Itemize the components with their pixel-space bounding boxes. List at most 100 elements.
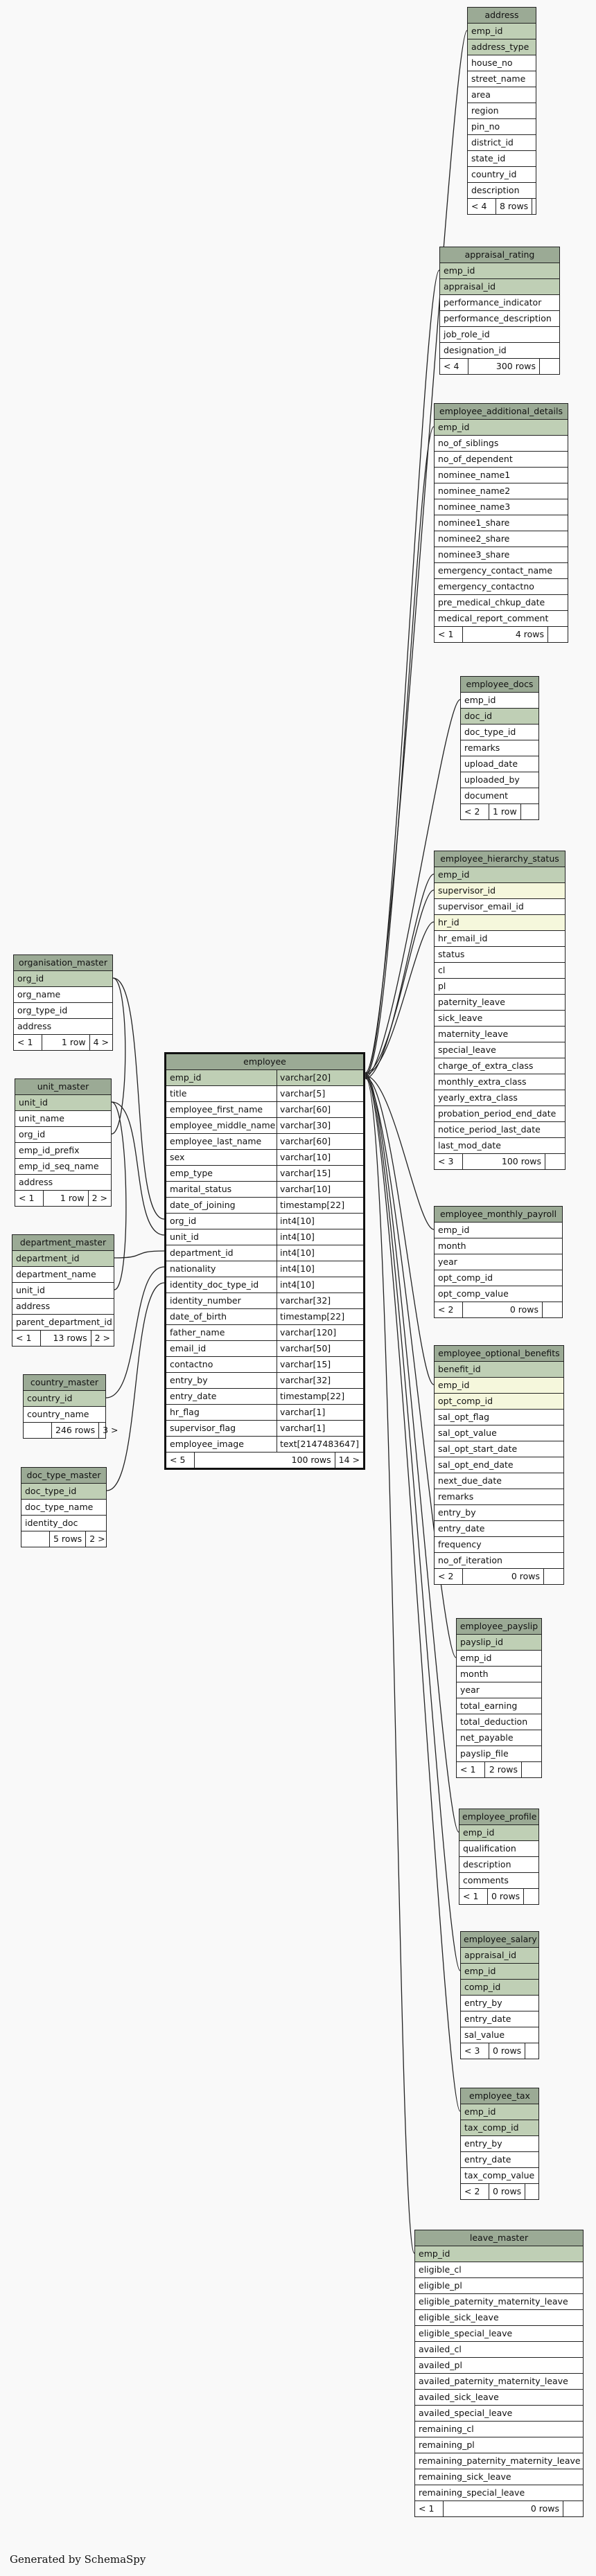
child-count[interactable] — [563, 2501, 583, 2516]
table-header[interactable]: employee_profile — [459, 1809, 538, 1825]
table-column[interactable]: nominee1_share — [435, 515, 568, 531]
parent-count[interactable]: < 1 — [19, 1193, 35, 1203]
table-column[interactable]: total_deduction — [457, 1714, 541, 1730]
primary-key-column[interactable]: emp_id — [440, 263, 559, 279]
primary-key-column[interactable]: emp_id — [415, 2246, 583, 2262]
child-count[interactable] — [539, 359, 559, 374]
table-header[interactable]: unit_master — [15, 1079, 111, 1095]
table-column[interactable]: payslip_file — [457, 1746, 541, 1762]
table-column[interactable]: emp_id — [457, 1651, 541, 1667]
table-column[interactable]: remaining_sick_leave — [415, 2469, 583, 2485]
table-column[interactable]: emergency_contactno — [435, 579, 568, 595]
parent-count[interactable]: < 4 — [471, 201, 487, 211]
child-count[interactable] — [547, 627, 568, 642]
table-column[interactable]: hr_email_id — [435, 931, 565, 947]
table-column[interactable]: emp_id — [435, 1223, 562, 1238]
primary-key-column[interactable]: tax_comp_id — [461, 2120, 538, 2136]
table-column[interactable]: entry_by — [461, 2136, 538, 2152]
primary-key-column[interactable]: payslip_id — [457, 1635, 541, 1651]
table-column[interactable]: country_id — [468, 167, 536, 183]
table-column[interactable]: identity_doc — [21, 1516, 106, 1531]
table-column[interactable]: remaining_pl — [415, 2437, 583, 2453]
parent-count[interactable]: < 5 — [170, 1455, 186, 1465]
table-column[interactable]: emergency_contact_name — [435, 563, 568, 579]
primary-key-column[interactable]: department_id — [12, 1251, 114, 1267]
child-count[interactable]: 2 > — [90, 1331, 114, 1346]
primary-key-column[interactable]: org_id — [14, 971, 112, 987]
foreign-key-column[interactable]: emp_id — [435, 1378, 563, 1394]
table-column[interactable]: sal_opt_end_date — [435, 1457, 563, 1473]
table-column[interactable]: entry_by — [461, 1996, 538, 2011]
table-column[interactable]: house_no — [468, 55, 536, 71]
table-column[interactable]: description — [459, 1857, 538, 1873]
child-count[interactable] — [523, 1889, 543, 1904]
table-column[interactable]: remarks — [461, 740, 538, 756]
table-column[interactable]: remaining_paternity_maternity_leave — [415, 2453, 583, 2469]
parent-count[interactable]: < 2 — [438, 1304, 454, 1315]
parent-count[interactable]: < 1 — [17, 1037, 33, 1047]
table-column[interactable]: pl — [435, 979, 565, 995]
table-column[interactable]: tax_comp_value — [461, 2168, 538, 2184]
table-column[interactable]: availed_pl — [415, 2358, 583, 2374]
table-column[interactable]: sick_leave — [435, 1011, 565, 1027]
table-header[interactable]: employee_optional_benefits — [435, 1346, 563, 1362]
table-column[interactable]: area — [468, 87, 536, 103]
table-header[interactable]: doc_type_master — [21, 1468, 106, 1484]
parent-count[interactable]: < 3 — [438, 1156, 454, 1166]
primary-key-column[interactable]: appraisal_id — [461, 1948, 538, 1964]
table-header[interactable]: employee_monthly_payroll — [435, 1207, 562, 1223]
parent-count[interactable]: < 4 — [444, 361, 459, 371]
table-column[interactable]: nominee_name1 — [435, 468, 568, 483]
table-column[interactable]: sal_value — [461, 2027, 538, 2043]
table-column[interactable]: probation_period_end_date — [435, 1106, 565, 1122]
table-header[interactable]: employee_additional_details — [435, 404, 568, 420]
table-column[interactable]: availed_special_leave — [415, 2406, 583, 2422]
table-column[interactable]: country_name — [24, 1407, 105, 1423]
table-column[interactable]: opt_comp_id — [435, 1270, 562, 1286]
table-column[interactable]: availed_cl — [415, 2342, 583, 2358]
primary-key-column[interactable]: doc_type_id — [21, 1484, 106, 1500]
table-column[interactable]: month — [457, 1667, 541, 1682]
primary-key-column[interactable]: emp_id — [435, 867, 565, 883]
table-column[interactable]: nominee_name3 — [435, 499, 568, 515]
table-column[interactable]: special_leave — [435, 1042, 565, 1058]
table-header[interactable]: employee — [166, 1054, 363, 1070]
foreign-key-column[interactable]: supervisor_id — [435, 883, 565, 899]
parent-count[interactable]: < 3 — [464, 2045, 480, 2056]
table-header[interactable]: employee_docs — [461, 677, 538, 693]
foreign-key-column[interactable]: hr_id — [435, 915, 565, 931]
table-column[interactable]: sal_opt_flag — [435, 1410, 563, 1425]
table-column[interactable]: sal_opt_value — [435, 1425, 563, 1441]
table-column[interactable]: nominee2_share — [435, 531, 568, 547]
table-column[interactable]: entry_by — [435, 1505, 563, 1521]
table-header[interactable]: employee_tax — [461, 2088, 538, 2104]
table-header[interactable]: organisation_master — [14, 955, 112, 971]
